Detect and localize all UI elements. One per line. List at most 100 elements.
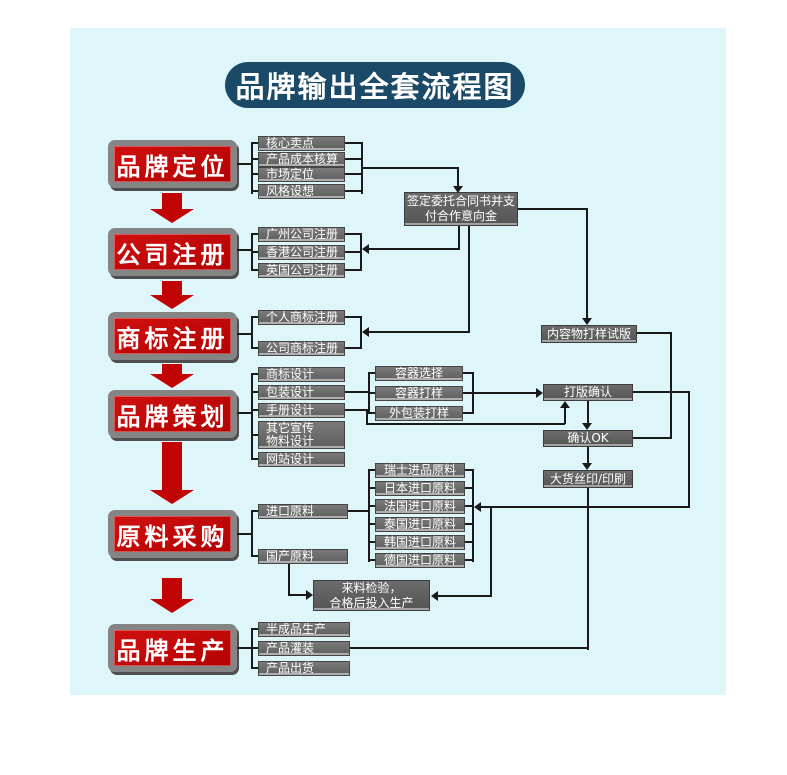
connector-line [345,251,360,253]
node-bulk-print: 大货丝印/印刷 [543,470,633,488]
connector-line [465,541,472,543]
connector-line [366,409,368,425]
node-confirm-ok: 确认OK [543,430,633,447]
material-item: 进口原料 [258,504,348,519]
connector-line [251,458,258,460]
connector-line [288,594,306,596]
arrowhead-left-icon [362,244,369,254]
connector-line [586,208,588,318]
stage-label: 公司注册 [116,240,229,269]
flow-arrow-stem [162,281,182,295]
stage-company-registration: 公司注册 [108,228,237,276]
node-contract-line1: 签定委托合同书并支 [406,194,515,208]
flow-arrow-head-icon [150,374,194,388]
connector-line [368,559,375,561]
import-source-item: 泰国进口原料 [375,517,465,532]
stage-trademark-registration: 商标注册 [108,312,237,360]
connector-line [251,373,253,460]
connector-line [463,392,472,394]
flow-arrow-stem [162,578,182,599]
connector-line [251,347,258,349]
connector-line [633,437,672,439]
stage-label: 品牌策划 [116,402,229,431]
connector-line [465,523,472,525]
connector-line [465,469,472,471]
import-source-item: 日本进口原料 [375,481,465,496]
container-item: 外包装打样 [375,406,463,421]
connector-line [251,190,258,192]
node-contract: 签定委托合同书并支付合作意向金 [404,192,518,226]
connector-line [251,158,258,160]
node-inspection-line2: 合格后投入生产 [329,595,414,610]
production-item: 产品灌装 [258,641,350,656]
connector-line [251,142,253,194]
connector-line [438,595,492,597]
connector-line [366,423,565,425]
stage-material-purchasing: 原料采购 [108,510,237,558]
connector-line [345,391,370,393]
planning-item: 商标设计 [258,367,345,382]
stage-brand-production: 品牌生产 [108,624,237,672]
connector-line [457,167,459,187]
planning-item-label: 其它宣传物料设计 [266,421,315,448]
connector-line [587,488,589,650]
connector-line [237,249,251,251]
planning-item: 网站设计 [258,452,345,467]
connector-line [368,469,370,562]
node-inspection-line1: 来料检验， [341,580,402,595]
positioning-item: 市场定位 [258,167,345,182]
trademark-item: 公司商标注册 [258,341,345,356]
connector-line [633,391,690,393]
connector-line [481,506,690,508]
connector-line [472,372,474,414]
connector-line [237,647,251,649]
positioning-item: 风格设想 [258,184,345,199]
connector-line [368,541,375,543]
connector-line [468,226,470,333]
connector-line [251,510,258,512]
arrowhead-left-icon [474,502,481,512]
node-content-sample: 内容物打样试版 [541,325,637,343]
import-source-item: 韩国进口原料 [375,535,465,550]
connector-line [465,487,472,489]
connector-line [251,316,253,349]
stage-brand-positioning: 品牌定位 [108,140,237,188]
connector-line [345,347,360,349]
connector-line [251,434,258,436]
connector-line [251,142,258,144]
flow-arrow-head-icon [150,599,194,613]
connector-line [251,233,258,235]
stage-label: 原料采购 [116,522,229,551]
connector-line [564,408,566,424]
positioning-item: 产品成本核算 [258,152,345,167]
connector-line [587,401,589,423]
flow-arrow-stem [162,193,182,209]
connector-line [251,269,258,271]
connector-line [345,158,361,160]
flow-arrow-head-icon [150,490,194,504]
node-inspection: 来料检验，合格后投入生产 [313,580,430,611]
connector-line [368,392,375,394]
arrowhead-up-icon [560,401,570,408]
connector-line [463,372,472,374]
production-item: 产品出货 [258,661,350,676]
connector-line [368,487,375,489]
arrowhead-down-icon [582,463,592,470]
connector-line [345,269,360,271]
connector-line [251,409,258,411]
arrowhead-right-icon [306,590,313,600]
stage-label: 商标注册 [116,324,229,353]
stage-label: 品牌定位 [116,152,229,181]
connector-line [361,167,459,169]
connector-line [688,391,690,508]
arrowhead-down-icon [453,186,463,193]
connector-line [369,248,460,250]
connector-line [348,510,368,512]
connector-line [237,333,251,335]
connector-line [251,251,258,253]
material-item: 国产原料 [258,549,348,564]
company-reg-item: 英国公司注册 [258,263,345,278]
company-reg-item: 香港公司注册 [258,245,345,260]
connector-line [369,331,470,333]
